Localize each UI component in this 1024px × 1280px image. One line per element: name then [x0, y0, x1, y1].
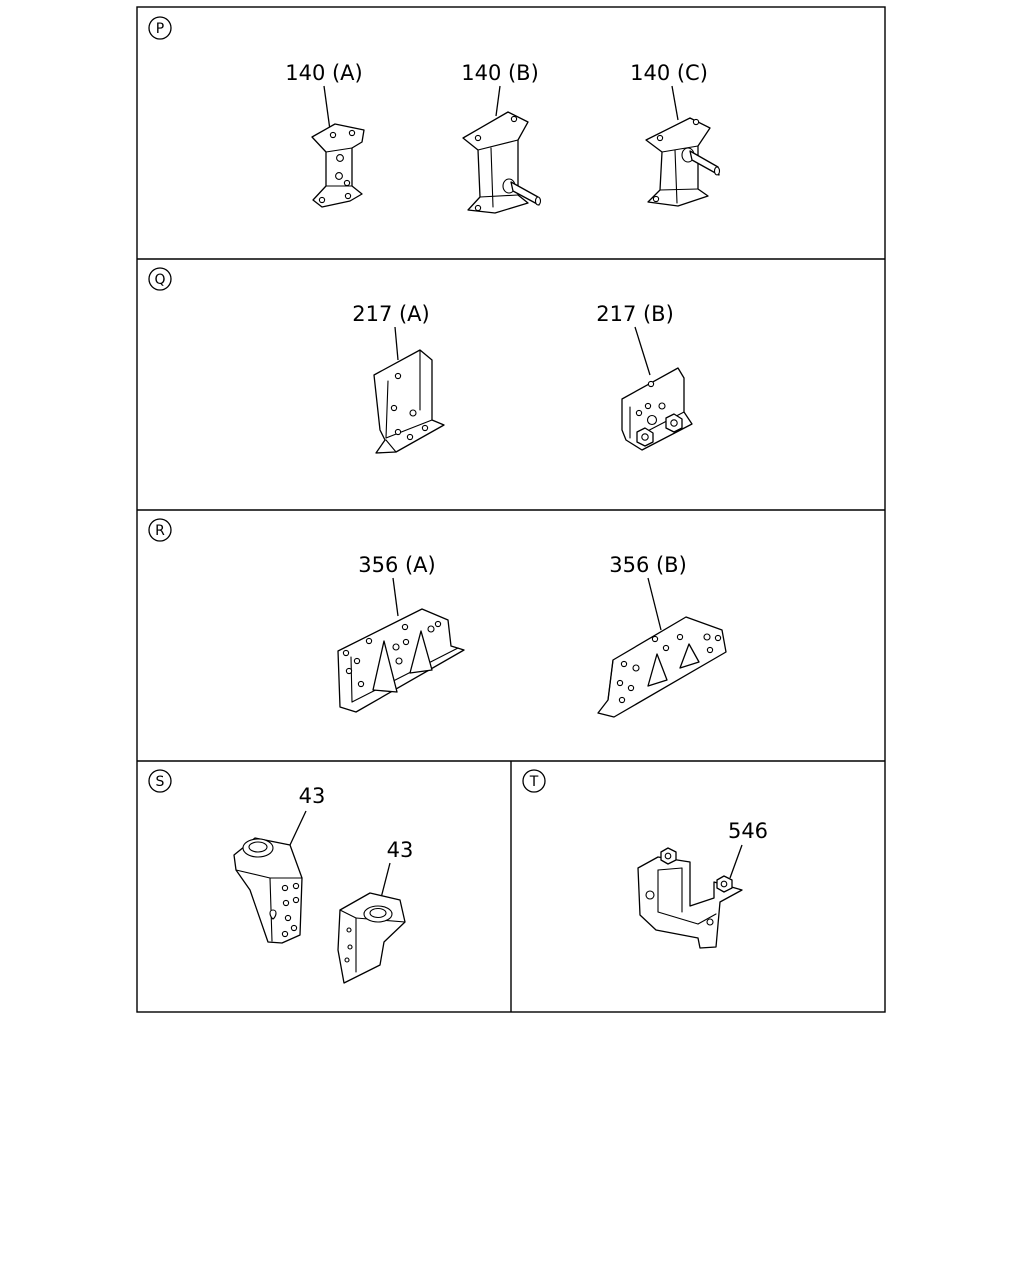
- callout-356a: 356 (A): [358, 553, 436, 577]
- part-43-large: [233, 837, 303, 944]
- section-badge-s: S: [148, 769, 172, 793]
- section-badge-p: P: [148, 16, 172, 40]
- section-badge-r: R: [148, 518, 172, 542]
- section-letter-r: R: [155, 523, 165, 539]
- section-letter-t: T: [529, 774, 539, 790]
- callout-217a: 217 (A): [352, 302, 430, 326]
- section-badge-q: Q: [148, 267, 172, 291]
- part-43-small: [337, 892, 406, 984]
- section-letter-q: Q: [154, 272, 165, 288]
- callout-43-large: 43: [299, 784, 326, 808]
- callout-217b: 217 (B): [596, 302, 674, 326]
- callout-140a: 140 (A): [285, 61, 363, 85]
- part-140c: [645, 117, 721, 207]
- callout-546: 546: [728, 819, 768, 843]
- diagram-frame: [136, 6, 886, 1013]
- leader-lines: [289, 85, 743, 899]
- section-letter-s: S: [156, 774, 165, 790]
- part-140b: [462, 111, 542, 214]
- section-badge-t: T: [522, 769, 546, 793]
- callout-140b: 140 (B): [461, 61, 539, 85]
- part-217b: [621, 367, 693, 451]
- callout-140c: 140 (C): [630, 61, 708, 85]
- callout-43-small: 43: [387, 838, 414, 862]
- section-letter-p: P: [156, 21, 164, 37]
- callout-356b: 356 (B): [609, 553, 687, 577]
- part-356b: [597, 616, 727, 718]
- part-356a: [337, 608, 465, 713]
- part-546: [637, 847, 743, 949]
- part-140a: [311, 123, 365, 208]
- part-217a: [373, 349, 445, 454]
